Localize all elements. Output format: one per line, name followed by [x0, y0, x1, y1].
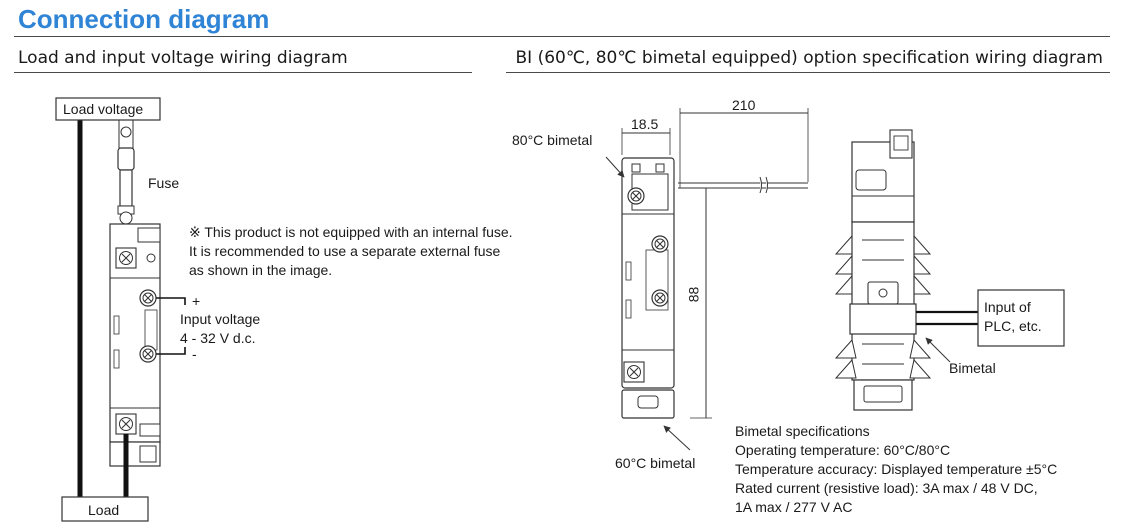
load-voltage-label: Load voltage — [63, 101, 144, 117]
title-divider — [14, 36, 1110, 37]
left-wiring-diagram — [55, 97, 186, 522]
page-title: Connection diagram — [18, 4, 270, 34]
bimetal-arrow — [925, 337, 951, 363]
input-plus-label: + — [192, 293, 201, 309]
spec-operating-temperature: Operating temperature: 60°C/80°C — [735, 442, 951, 458]
bimetal-clamp — [849, 303, 917, 335]
bimetal-60-arrow — [663, 425, 691, 451]
bimetal-80-label: 80°C bimetal — [512, 132, 593, 148]
load-terminal-bottom — [115, 413, 137, 435]
left-section-heading: Load and input voltage wiring diagram — [18, 48, 348, 68]
bimetal-label: Bimetal — [949, 360, 996, 376]
height-dimension-label: 88 — [685, 286, 702, 303]
load-voltage-box — [55, 97, 161, 121]
fuse-note-line-2: It is recommended to use a separate exte… — [189, 243, 501, 259]
right-section-heading: BI (60℃, 80℃ bimetal equipped) option sp… — [515, 48, 1103, 68]
fuse-icon — [119, 169, 133, 207]
input-minus-lead — [156, 347, 186, 355]
plc-label-line-2: PLC, etc. — [984, 318, 1042, 334]
fuse-label: Fuse — [148, 175, 180, 191]
input-minus-label: - — [192, 346, 197, 362]
cable-dimension-label: 210 — [732, 97, 756, 113]
input-minus-terminal — [139, 345, 157, 363]
bimetal-60-label: 60°C bimetal — [615, 455, 696, 471]
spec-rated-current-ac: 1A max / 277 V AC — [735, 499, 853, 515]
fuse-note-line-3: as shown in the image. — [189, 262, 333, 278]
bimetal-80-arrow — [605, 156, 625, 178]
left-heading-divider — [14, 72, 472, 73]
input-plus-terminal — [139, 289, 157, 307]
right-heading-divider — [506, 72, 1110, 73]
bimetal-dimension-view — [605, 108, 809, 451]
input-voltage-value: 4 - 32 V d.c. — [180, 330, 256, 346]
load-label: Load — [88, 502, 120, 518]
input-plus-lead — [156, 297, 186, 305]
spec-temperature-accuracy: Temperature accuracy: Displayed temperat… — [735, 461, 1058, 477]
fuse-note-line-1: ※ This product is not equipped with an i… — [189, 224, 513, 240]
plc-input-box — [977, 289, 1065, 347]
load-terminal-top — [115, 247, 137, 269]
input-voltage-label: Input voltage — [180, 311, 261, 327]
specs-heading: Bimetal specifications — [735, 423, 870, 439]
load-box — [61, 496, 149, 522]
spec-rated-current: Rated current (resistive load): 3A max /… — [735, 480, 1038, 496]
plc-label-line-1: Input of — [984, 299, 1031, 315]
fuse-holder-top — [117, 147, 135, 171]
width-dimension-label: 18.5 — [631, 116, 659, 132]
bimetal-side-view — [834, 129, 1065, 411]
